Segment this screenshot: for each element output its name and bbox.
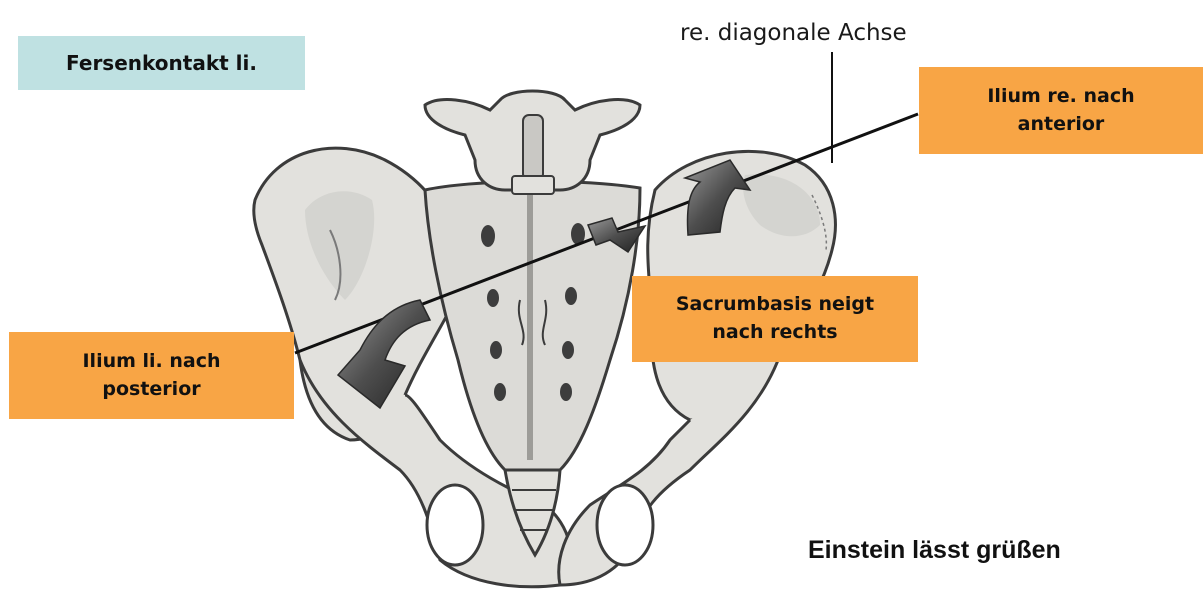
ilium-left-label: Ilium li. nach posterior (9, 332, 294, 419)
footer-text: Einstein lässt grüßen (808, 536, 1061, 565)
ilium-right-label: Ilium re. nach anterior (919, 67, 1203, 154)
axis-label: re. diagonale Achse (680, 20, 907, 46)
phase-label: Fersenkontakt li. (18, 36, 305, 90)
lumbar-vertebra (425, 91, 640, 194)
sacrum-label: Sacrumbasis neigt nach rechts (632, 276, 918, 362)
